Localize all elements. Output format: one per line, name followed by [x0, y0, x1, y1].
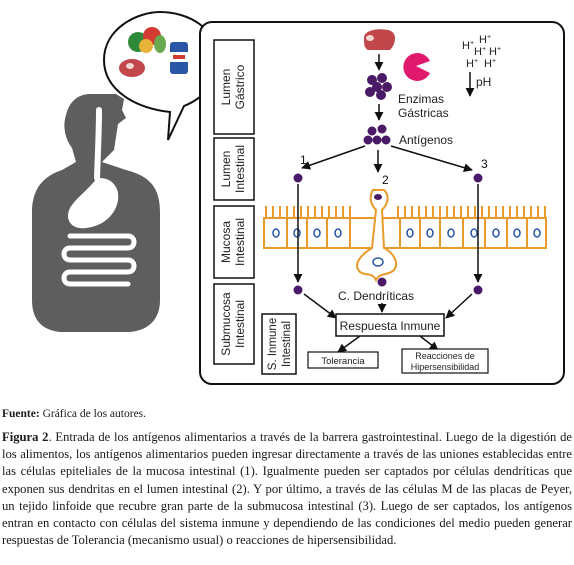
svg-text:H+: H+ [489, 46, 501, 58]
proton-labels: H+ H+ H+ H+ H+ H+ [462, 34, 501, 70]
layer-label-gastric: Lumen Gástrico [213, 39, 255, 135]
dendritic-cell [356, 189, 398, 283]
svg-text:H+: H+ [479, 34, 491, 46]
hypersensitivity-box: Reacciones de Hipersensibilidad [401, 348, 489, 374]
enzymes-label-line1: Enzimas [398, 92, 444, 106]
human-silhouette [32, 94, 160, 332]
antigens [363, 124, 391, 145]
hypersensitivity-line2: Hipersensibilidad [411, 362, 480, 372]
to-tolerance-arrow [337, 335, 361, 353]
antigens-label: Antígenos [399, 133, 453, 147]
hypersensitivity-line1: Reacciones de [415, 351, 475, 361]
layer-submucosa-line2: Intestinal [233, 300, 247, 348]
immune-system-line1: S. Inmune [267, 318, 279, 370]
antigen-submucosa-2 [377, 277, 387, 287]
route-number-1: 1 [300, 153, 307, 167]
figure-source: Fuente: Gráfica de los autores. [2, 407, 572, 421]
source-label: Fuente: [2, 408, 40, 420]
enzyme-icon [403, 52, 430, 81]
dendritic-cells-label: C. Dendríticas [338, 289, 414, 303]
route-1-to-response-arrow [303, 293, 337, 319]
antigen-cluster [365, 73, 392, 100]
enzymes-label-line2: Gástricas [398, 106, 449, 120]
tolerance-label: Tolerancia [321, 356, 365, 367]
immune-response-label: Respuesta Inmune [340, 319, 441, 333]
milk-can-icon [170, 42, 188, 74]
meat-icon [119, 59, 145, 77]
caption-label: Figura 2 [2, 430, 49, 444]
antigen-route-1 [293, 173, 303, 183]
layer-label-mucosa: Mucosa Intestinal [213, 205, 255, 279]
layer-label-intestinal-lumen: Lumen Intestinal [213, 137, 255, 201]
route-3-to-response-arrow [445, 293, 473, 319]
tolerance-box: Tolerancia [307, 351, 379, 369]
layer-intestinal-line2: Intestinal [233, 145, 247, 193]
layer-label-submucosa: Submucosa Intestinal [213, 283, 255, 365]
route-number-2: 2 [382, 173, 389, 187]
svg-text:H+: H+ [462, 40, 474, 52]
food-bubble [102, 10, 220, 141]
layer-mucosa-line1: Mucosa [219, 221, 233, 263]
svg-text:H+: H+ [484, 58, 496, 70]
antigen-route-3 [473, 173, 483, 183]
svg-text:H+: H+ [474, 46, 486, 58]
immune-system-line2: Intestinal [281, 321, 293, 367]
layer-gastric-line1: Lumen [219, 69, 233, 106]
svg-text:H+: H+ [466, 58, 478, 70]
intestinal-epithelium [263, 206, 547, 249]
layer-submucosa-line1: Submucosa [219, 292, 233, 356]
layer-intestinal-line1: Lumen [219, 151, 233, 188]
caption-text: . Entrada de los antígenos alimentarios … [2, 430, 572, 548]
route-1-arrow [301, 145, 366, 170]
immune-system-label: S. Inmune Intestinal [261, 313, 297, 375]
route-number-3: 3 [481, 157, 488, 171]
vegetables-icon [128, 27, 166, 53]
antigen-submucosa-1 [293, 285, 303, 295]
ingested-meat-icon [364, 29, 395, 50]
layer-mucosa-line2: Intestinal [233, 218, 247, 266]
ph-label: pH [476, 75, 491, 89]
source-text: Gráfica de los autores. [39, 408, 147, 420]
antigen-entry-diagram: Lumen Gástrico Lumen Intestinal Mucosa I… [32, 10, 565, 385]
figure-caption: Figura 2. Entrada de los antígenos alime… [2, 429, 572, 549]
antigen-submucosa-3 [473, 285, 483, 295]
layer-gastric-line2: Gástrico [233, 64, 247, 109]
to-hypersensitivity-arrow [419, 335, 439, 351]
route-3-arrow [390, 145, 473, 173]
immune-response-box: Respuesta Inmune [335, 313, 445, 337]
